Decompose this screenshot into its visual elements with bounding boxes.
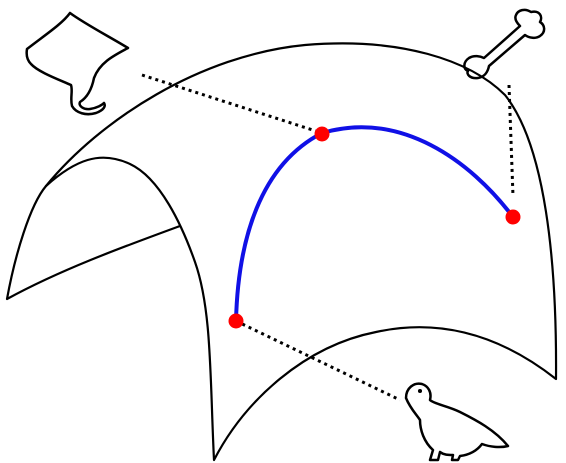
surface [5, 42, 558, 462]
stingray-shape [25, 11, 130, 116]
surface-left-flap [5, 184, 182, 301]
bird-eye [417, 388, 423, 394]
surface-outline [44, 42, 558, 462]
connector-stingray [141, 73, 323, 135]
bone-shape [463, 8, 546, 80]
bird-shape [404, 382, 510, 462]
geodesic-path [234, 125, 515, 323]
shape-icons [25, 8, 546, 462]
sample-points [228, 126, 521, 329]
connectors [141, 73, 515, 402]
connector-bird [235, 319, 401, 402]
connector-bone [507, 84, 515, 197]
point-bird [228, 313, 244, 329]
point-stingray [314, 126, 330, 142]
point-bone [505, 209, 521, 225]
